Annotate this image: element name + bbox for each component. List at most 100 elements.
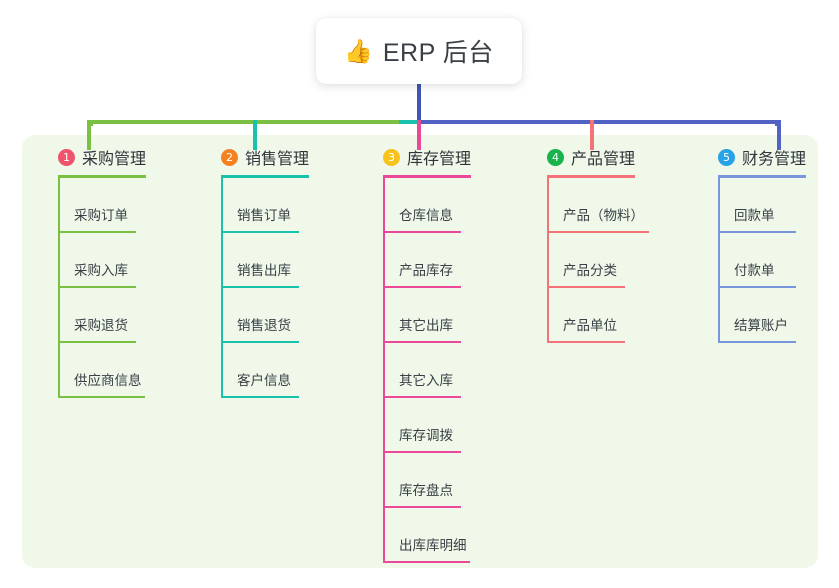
diagram-panel: [22, 135, 818, 568]
leaf-item-label: 销售订单: [237, 208, 291, 223]
leaf-item[interactable]: 采购订单: [40, 178, 146, 233]
leaf-item-label: 仓库信息: [399, 208, 453, 223]
leaf-item[interactable]: 仓库信息: [365, 178, 471, 233]
leaf-item-rule: [383, 396, 461, 398]
drop-pink: [417, 120, 421, 150]
leaf-list: 产品（物料） 产品分类产品单位: [529, 178, 649, 343]
leaf-item[interactable]: 供应商信息: [40, 343, 146, 398]
leaf-item[interactable]: 客户信息: [203, 343, 309, 398]
column-badge-2: 2: [221, 148, 238, 166]
leaf-item[interactable]: 出库库明细: [365, 508, 471, 563]
column-header-rule: [221, 175, 309, 178]
column-header-5[interactable]: 5 财务管理: [700, 145, 806, 169]
leaf-item-label: 结算账户: [734, 318, 788, 333]
leaf-item[interactable]: 付款单: [700, 233, 806, 288]
leaf-item[interactable]: 销售退货: [203, 288, 309, 343]
column-title: 产品管理: [571, 151, 636, 168]
column-销售管理: 2 销售管理销售订单销售出库销售退货客户信息: [203, 145, 309, 398]
column-header-rule: [383, 175, 471, 178]
leaf-item[interactable]: 产品单位: [529, 288, 635, 343]
leaf-item-label: 销售退货: [237, 318, 291, 333]
leaf-item[interactable]: 产品库存: [365, 233, 471, 288]
column-header-rule: [547, 175, 635, 178]
root-title-card: 👍 ERP 后台: [316, 18, 522, 84]
leaf-item-label: 付款单: [734, 263, 775, 278]
leaf-item-rule: [58, 396, 145, 398]
leaf-item-rule: [383, 231, 461, 233]
column-title: 库存管理: [407, 151, 472, 168]
column-财务管理: 5 财务管理回款单付款单结算账户: [700, 145, 806, 343]
leaf-list: 销售订单销售出库销售退货客户信息: [203, 178, 309, 398]
drop-red: [590, 120, 594, 150]
leaf-item-rule: [547, 341, 625, 343]
leaf-item[interactable]: 结算账户: [700, 288, 806, 343]
drop-teal: [253, 120, 257, 150]
leaf-item-label: 客户信息: [237, 373, 291, 388]
column-采购管理: 1 采购管理采购订单采购入库采购退货供应商信息: [40, 145, 146, 398]
leaf-list: 采购订单采购入库采购退货供应商信息: [40, 178, 146, 398]
leaf-item[interactable]: 其它出库: [365, 288, 471, 343]
leaf-item-rule: [547, 286, 625, 288]
column-title: 采购管理: [82, 151, 147, 168]
column-spine: [383, 178, 385, 563]
leaf-item-rule: [58, 286, 136, 288]
leaf-item-label: 回款单: [734, 208, 775, 223]
leaf-item-rule: [221, 396, 299, 398]
leaf-item-label: 采购退货: [74, 318, 128, 333]
column-title: 财务管理: [742, 151, 807, 168]
leaf-item-label: 采购订单: [74, 208, 128, 223]
leaf-item-rule: [221, 286, 299, 288]
leaf-item[interactable]: 产品分类: [529, 233, 635, 288]
column-spine: [718, 178, 720, 343]
leaf-item-rule: [718, 231, 796, 233]
column-header-2[interactable]: 2 销售管理: [203, 145, 309, 169]
bus-left-elbow: [87, 120, 93, 126]
leaf-item-label: 产品单位: [563, 318, 617, 333]
drop-blue: [777, 120, 781, 150]
leaf-item-rule: [718, 286, 796, 288]
leaf-item-rule: [383, 506, 461, 508]
column-badge-5: 5: [718, 148, 735, 166]
leaf-item-rule: [58, 341, 136, 343]
drop-green: [87, 120, 91, 150]
leaf-item[interactable]: 库存调拨: [365, 398, 471, 453]
column-header-4[interactable]: 4 产品管理: [529, 145, 635, 169]
leaf-item-label: 产品分类: [563, 263, 617, 278]
leaf-item-rule: [383, 561, 470, 563]
leaf-item-rule: [221, 231, 299, 233]
leaf-item-rule: [58, 231, 136, 233]
leaf-item-label: 库存调拨: [399, 428, 453, 443]
leaf-item[interactable]: 销售订单: [203, 178, 309, 233]
leaf-item-label: 供应商信息: [74, 373, 142, 388]
bus-indigo: [417, 120, 781, 124]
column-header-rule: [718, 175, 806, 178]
leaf-item-label: 库存盘点: [399, 483, 453, 498]
leaf-item[interactable]: 采购入库: [40, 233, 146, 288]
root-stem-connector: [417, 84, 421, 124]
leaf-item-rule: [547, 231, 649, 233]
leaf-item[interactable]: 库存盘点: [365, 453, 471, 508]
leaf-item-label: 采购入库: [74, 263, 128, 278]
leaf-item[interactable]: 采购退货: [40, 288, 146, 343]
leaf-item[interactable]: 其它入库: [365, 343, 471, 398]
bus-teal: [399, 120, 419, 124]
leaf-item-rule: [221, 341, 299, 343]
leaf-item-label: 产品（物料）: [563, 208, 644, 223]
leaf-item[interactable]: 产品（物料）: [529, 178, 649, 233]
column-badge-1: 1: [58, 148, 75, 166]
leaf-item-label: 出库库明细: [399, 538, 467, 553]
leaf-item-label: 产品库存: [399, 263, 453, 278]
column-spine: [547, 178, 549, 343]
leaf-item[interactable]: 销售出库: [203, 233, 309, 288]
bus-green: [87, 120, 401, 124]
column-title: 销售管理: [245, 151, 310, 168]
column-badge-4: 4: [547, 148, 564, 166]
column-spine: [221, 178, 223, 398]
leaf-item[interactable]: 回款单: [700, 178, 806, 233]
leaf-item-label: 其它入库: [399, 373, 453, 388]
leaf-list: 仓库信息产品库存其它出库其它入库库存调拨库存盘点出库库明细: [365, 178, 471, 563]
leaf-list: 回款单付款单结算账户: [700, 178, 806, 343]
column-header-1[interactable]: 1 采购管理: [40, 145, 146, 169]
